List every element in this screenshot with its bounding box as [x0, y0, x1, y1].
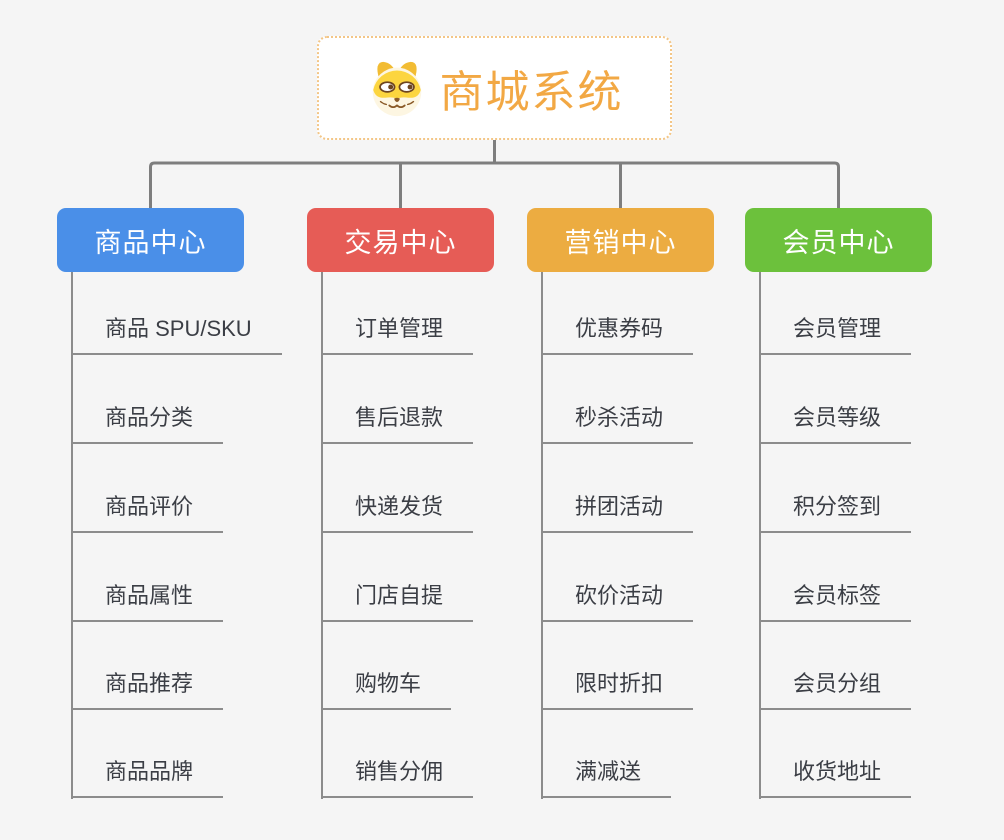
sub-topic[interactable]: 商品属性	[72, 582, 224, 622]
root-node-mall-system[interactable]: 商城系统	[317, 36, 672, 140]
sub-topic[interactable]: 优惠券码	[542, 315, 694, 355]
sub-topic[interactable]: 订单管理	[322, 315, 474, 355]
branch-node-member-center[interactable]: 会员中心	[745, 208, 932, 272]
sub-topic[interactable]: 购物车	[322, 670, 452, 710]
sub-topic[interactable]: 拼团活动	[542, 493, 694, 533]
branch-spine-marketing	[541, 272, 543, 799]
branch-node-product-center[interactable]: 商品中心	[57, 208, 244, 272]
sub-topic[interactable]: 砍价活动	[542, 582, 694, 622]
sub-topic[interactable]: 商品品牌	[72, 758, 224, 798]
branch-spine-member	[759, 272, 761, 799]
branch-label: 交易中心	[344, 227, 457, 258]
root-title: 商城系统	[439, 68, 624, 117]
sub-topic[interactable]: 限时折扣	[542, 670, 694, 710]
sub-topic[interactable]: 收货地址	[760, 758, 912, 798]
sub-topic[interactable]: 满减送	[542, 758, 672, 798]
branch-spine-product	[71, 272, 73, 799]
sub-topic[interactable]: 商品分类	[72, 404, 224, 444]
bus-line	[149, 161, 840, 208]
sub-topic[interactable]: 商品 SPU/SKU	[72, 315, 282, 355]
branch-label: 会员中心	[782, 227, 895, 258]
sub-topic[interactable]: 商品推荐	[72, 670, 224, 710]
sub-topic[interactable]: 会员管理	[760, 315, 912, 355]
sub-topic[interactable]: 会员分组	[760, 670, 912, 710]
sub-topic[interactable]: 快递发货	[322, 493, 474, 533]
sub-topic[interactable]: 积分签到	[760, 493, 912, 533]
branch-spine-trade	[321, 272, 323, 799]
branch-node-marketing-center[interactable]: 营销中心	[527, 208, 714, 272]
branch-label: 营销中心	[564, 227, 677, 258]
sub-topic[interactable]: 商品评价	[72, 493, 224, 533]
dog-face-icon	[366, 57, 428, 119]
branch-node-trade-center[interactable]: 交易中心	[307, 208, 494, 272]
branch-label: 商品中心	[94, 227, 207, 258]
sub-topic[interactable]: 售后退款	[322, 404, 474, 444]
sub-topic[interactable]: 秒杀活动	[542, 404, 694, 444]
sub-topic[interactable]: 会员等级	[760, 404, 912, 444]
sub-topic[interactable]: 门店自提	[322, 582, 474, 622]
sub-topic[interactable]: 会员标签	[760, 582, 912, 622]
sub-topic[interactable]: 销售分佣	[322, 758, 474, 798]
